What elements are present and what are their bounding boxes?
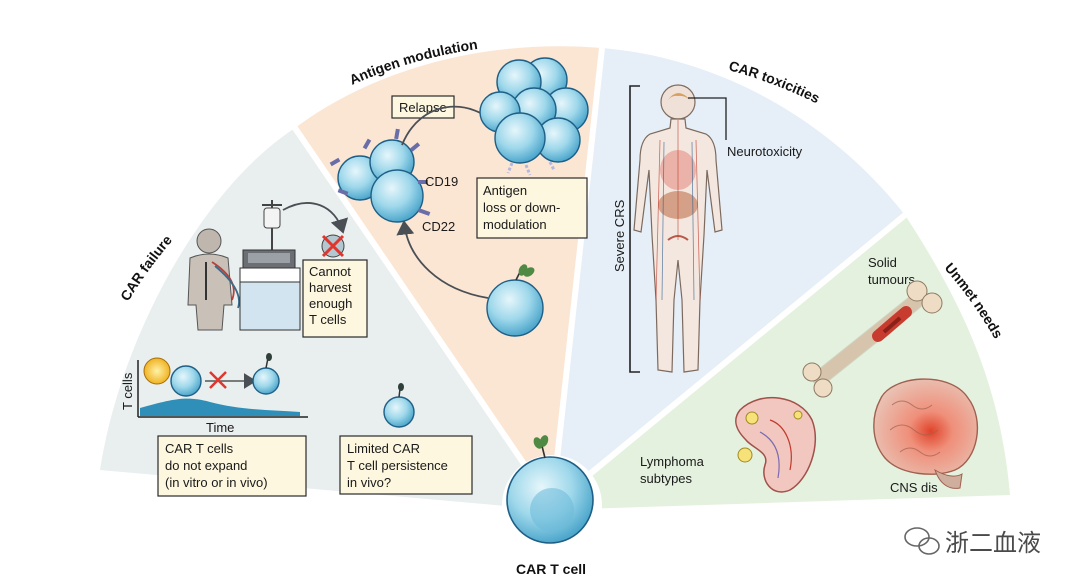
cns-label: CNS dis [890, 480, 938, 495]
center-label: CAR T cell [516, 561, 586, 577]
antigen-loss-line-3: modulation [483, 217, 547, 232]
expand-line-1: CAR T cells [165, 441, 234, 456]
lymph-node-icon [735, 396, 817, 493]
harvest-arrow [282, 202, 349, 234]
persist-line-1: Limited CAR [347, 441, 420, 456]
persistence-box: Limited CAR T cell persistence in vivo? [339, 435, 473, 495]
antigen-loss-box: Antigen loss or down- modulation [476, 177, 588, 239]
expand-line-3: (in vitro or in vivo) [165, 475, 268, 490]
antigen-loss-line-1: Antigen [483, 183, 527, 198]
severe-crs-label: Severe CRS [612, 199, 627, 272]
persist-line-2: T cell persistence [347, 458, 448, 473]
crs-bracket [629, 85, 640, 373]
persistence-cell-icon [383, 383, 415, 428]
cd22-label: CD22 [422, 219, 455, 234]
human-body-icon [633, 84, 723, 373]
car-t-to-tumour-arrow [396, 220, 489, 299]
harvest-line-4: T cells [309, 312, 347, 327]
harvest-box: Cannot harvest enough T cells [302, 259, 368, 338]
solid-tumours-line-2: tumours [868, 272, 915, 287]
wechat-icon [904, 527, 940, 555]
antigen-loss-cell-cluster [479, 57, 589, 176]
center-car-t-cell [502, 435, 602, 555]
harvest-line-1: Cannot [309, 264, 351, 279]
graph-y-axis-label: T cells [120, 372, 135, 410]
sector-dividers [292, 47, 907, 508]
graph-x-axis-label: Time [206, 420, 234, 435]
antigen-loss-line-2: loss or down- [483, 200, 560, 215]
persist-line-3: in vivo? [347, 475, 391, 490]
lymphoma-line-2: subtypes [640, 471, 693, 486]
solid-tumours-line-1: Solid [868, 255, 897, 270]
watermark: 浙二血液 [904, 527, 1041, 557]
patient-figure-icon [187, 228, 240, 331]
tumour-cells-with-antigens [329, 128, 431, 223]
brain-icon [873, 378, 979, 489]
neurotoxicity-pointer [688, 97, 727, 140]
expand-box: CAR T cells do not expand (in vitro or i… [157, 435, 307, 497]
bone-tumour-icon [802, 280, 943, 398]
expand-line-2: do not expand [165, 458, 247, 473]
harvest-line-3: enough [309, 296, 352, 311]
cd19-label: CD19 [425, 174, 458, 189]
expansion-graph: T cells Time [120, 353, 308, 435]
relapse-label: Relapse [399, 100, 447, 115]
lymphoma-line-1: Lymphoma [640, 454, 705, 469]
watermark-text: 浙二血液 [945, 529, 1041, 557]
no-cell-icon [321, 234, 345, 258]
antigen-car-t-cell-icon [486, 264, 544, 337]
harvest-line-2: harvest [309, 280, 352, 295]
neurotoxicity-label: Neurotoxicity [727, 144, 803, 159]
apheresis-machine-icon [239, 200, 301, 331]
